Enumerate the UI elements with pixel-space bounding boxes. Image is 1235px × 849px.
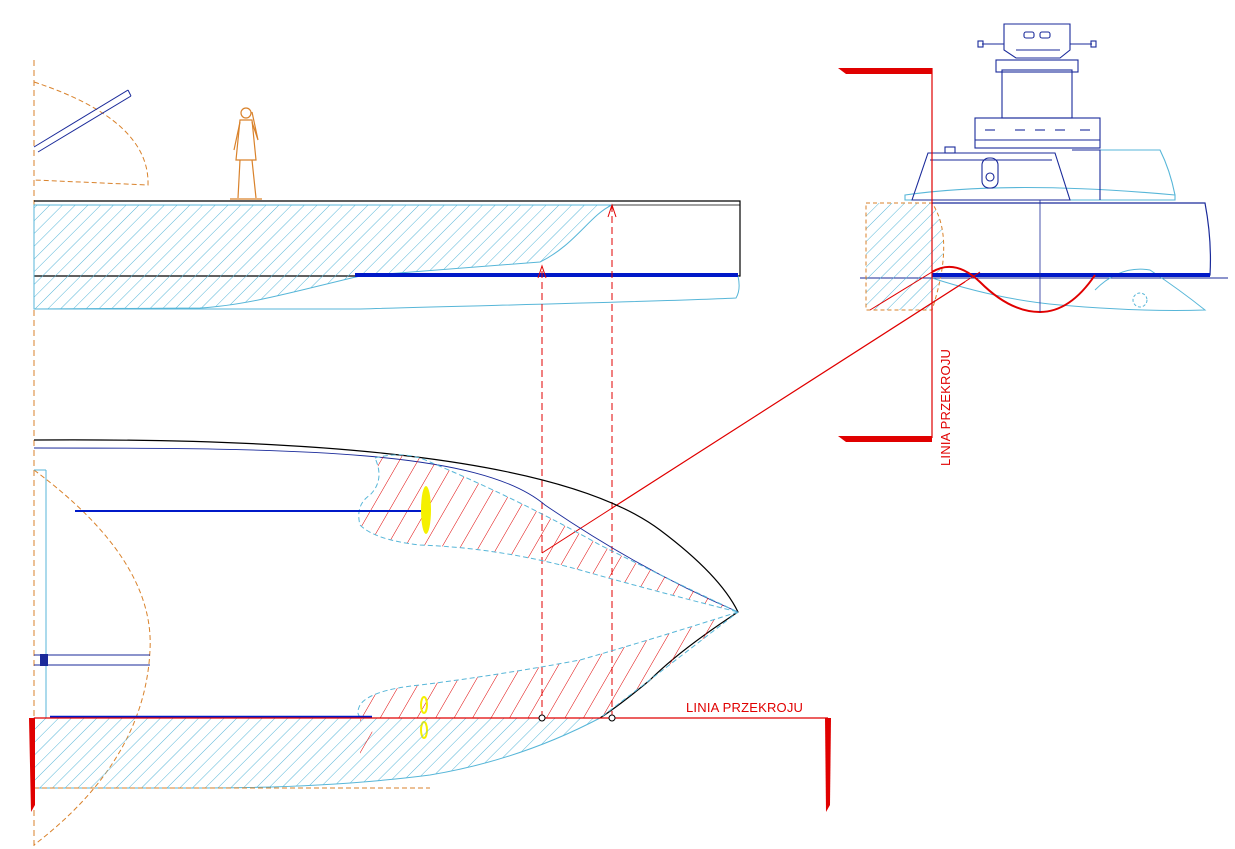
propeller-upper [421, 486, 431, 534]
section-label-vertical: LINIA PRZEKROJU [938, 349, 953, 466]
plan-view: LINIA PRZEKROJU [29, 439, 831, 846]
projection-lines [537, 203, 981, 718]
bottom-hatched-band [33, 717, 601, 789]
side-view [33, 81, 741, 310]
horizontal-section-marker [29, 714, 831, 812]
vertical-section-marker [838, 68, 933, 442]
person-figure [230, 107, 262, 200]
side-hull-hatched-section [33, 204, 613, 310]
side-hull-underwater [34, 275, 740, 310]
bow-sweep-arc [33, 81, 149, 186]
front-view: LINIA PRZEKROJU [838, 23, 1228, 466]
lower-hatched-region [357, 611, 739, 719]
section-label-horizontal: LINIA PRZEKROJU [686, 700, 803, 715]
porthole [1132, 292, 1148, 308]
superstructure [904, 23, 1176, 201]
front-underwater-hull [931, 268, 1207, 311]
crane-arm [33, 89, 132, 153]
plan-sweep-arc [33, 469, 151, 846]
front-hull-outline [932, 202, 1212, 276]
upper-hatched-region [358, 454, 739, 613]
wave-curve [931, 265, 1096, 314]
